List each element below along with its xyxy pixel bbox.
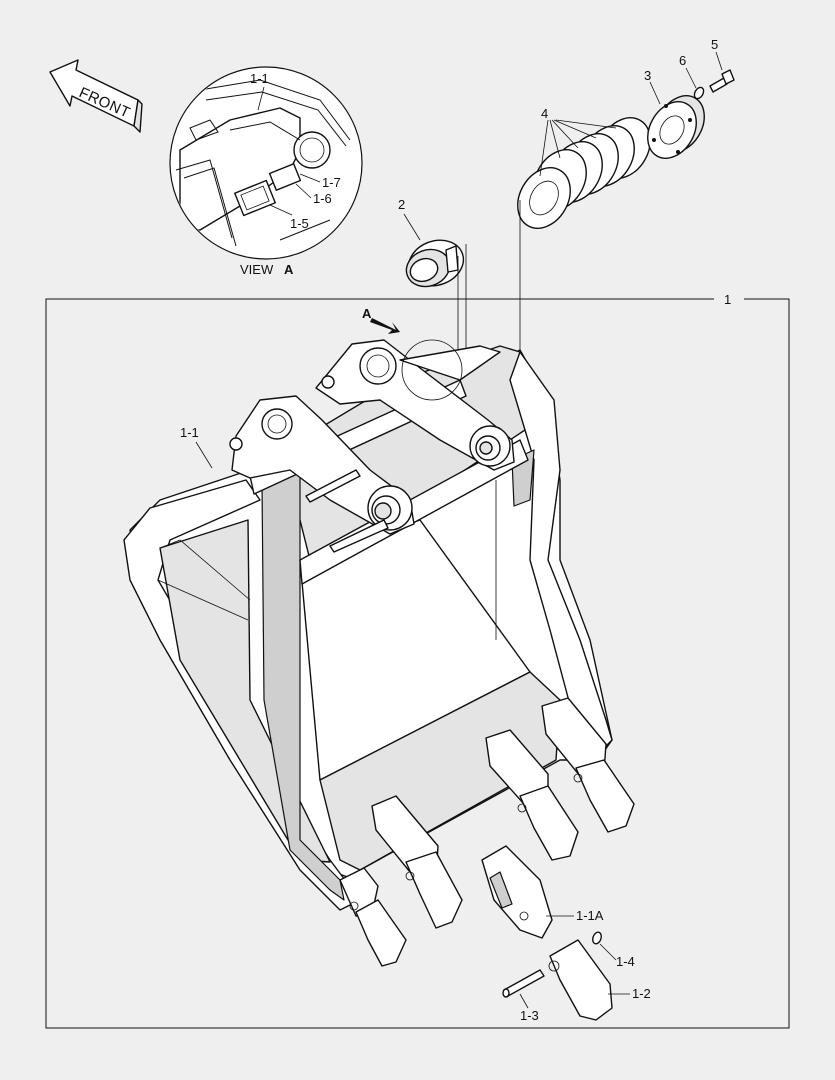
washer-part <box>693 86 705 100</box>
bushing-part <box>405 239 465 288</box>
pin-part <box>502 969 545 998</box>
callout-1-4: 1-4 <box>616 954 635 969</box>
callout-2: 2 <box>398 197 405 212</box>
callout-1-5: 1-5 <box>290 216 309 231</box>
front-direction-arrow: FRONT <box>49 59 143 133</box>
shim-stack <box>517 117 651 229</box>
flange-part <box>647 95 705 159</box>
callout-1-3: 1-3 <box>520 1008 539 1023</box>
view-letter: A <box>284 262 294 277</box>
tooth-point-part <box>548 939 613 1021</box>
callout-1-7: 1-7 <box>322 175 341 190</box>
tooth-adapter-part <box>481 845 553 939</box>
callout-5: 5 <box>711 37 718 52</box>
callout-1-1A: 1-1A <box>576 908 604 923</box>
lock-washer-part <box>592 931 602 945</box>
callout-4: 4 <box>541 106 548 121</box>
view-label: VIEW <box>240 262 274 277</box>
callout-1-6: 1-6 <box>313 191 332 206</box>
callout-1-1: 1-1 <box>180 425 199 440</box>
view-a-arrow-label: A <box>362 306 372 321</box>
callout-view-1-1: 1-1 <box>250 71 269 86</box>
assembly-frame <box>45 298 790 1029</box>
bolt-part <box>709 69 735 93</box>
callout-6: 6 <box>679 53 686 68</box>
view-a-detail: 1-1 1-7 1-6 1-5 VIEW A <box>169 66 363 277</box>
view-a-arrow <box>370 318 400 334</box>
callout-3: 3 <box>644 68 651 83</box>
callout-1-2: 1-2 <box>632 986 651 1001</box>
callout-1: 1 <box>724 292 731 307</box>
bucket-teeth <box>339 697 635 967</box>
